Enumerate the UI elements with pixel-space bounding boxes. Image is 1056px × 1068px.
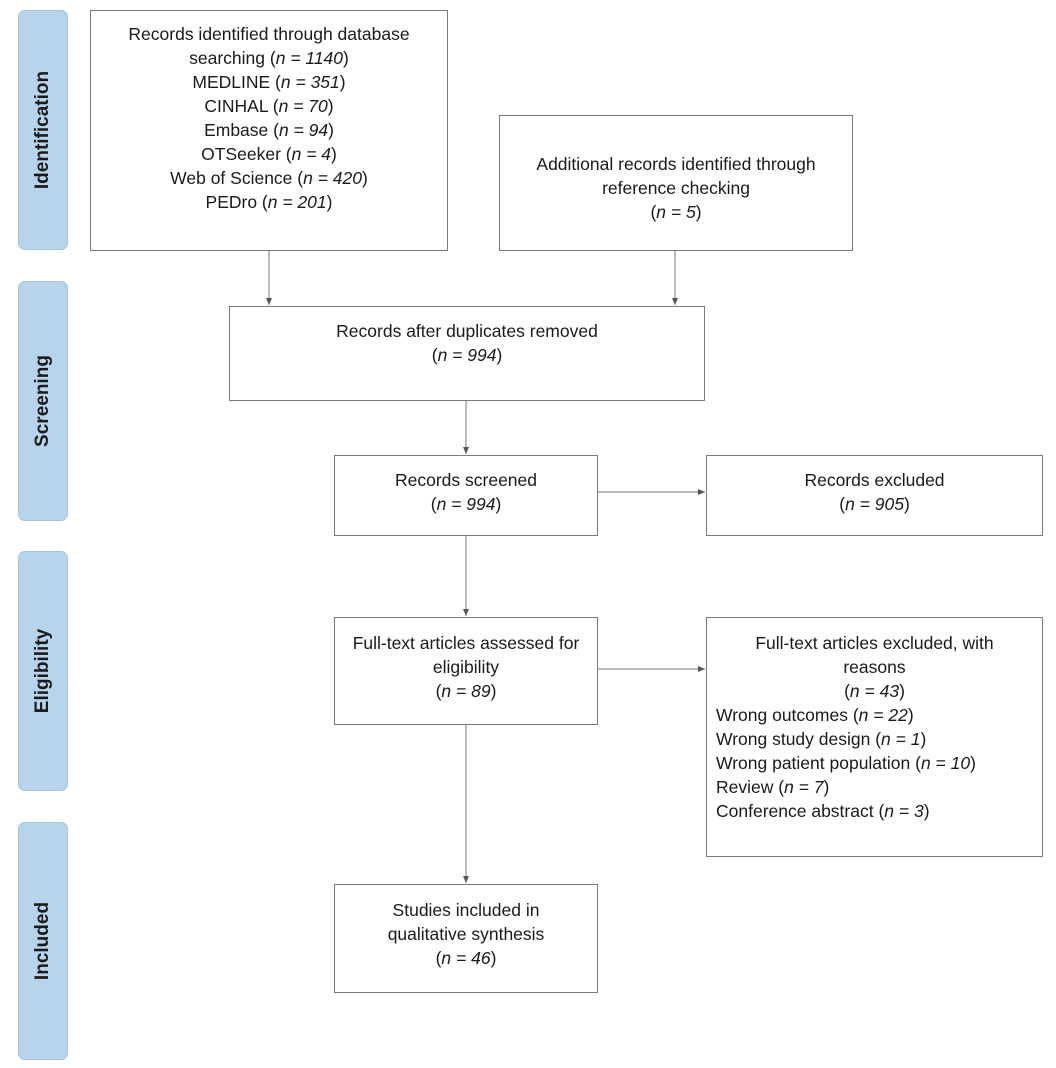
box-records-screened: Records screened (n = 994) xyxy=(334,455,598,536)
excluded-count: (n = 905) xyxy=(839,494,910,514)
box-fulltext-excluded: Full-text articles excluded, with reason… xyxy=(706,617,1043,857)
stage-eligibility: Eligibility xyxy=(18,551,68,791)
fulltext-excluded-count: (n = 43) xyxy=(844,681,905,701)
additional-count: (n = 5) xyxy=(650,202,702,222)
fulltext-excluded-line2: reasons xyxy=(843,657,906,677)
stage-screening: Screening xyxy=(18,281,68,521)
included-count: (n = 46) xyxy=(435,948,497,968)
included-line1: Studies included in xyxy=(392,900,540,920)
reason-wrong-patient-population: Wrong patient population (n = 10) xyxy=(716,753,976,773)
box-records-deduplicated: Records after duplicates removed (n = 99… xyxy=(229,306,705,401)
dedup-line1: Records after duplicates removed xyxy=(336,321,598,341)
reason-conference-abstract: Conference abstract (n = 3) xyxy=(716,801,930,821)
fulltext-line2: eligibility xyxy=(432,657,500,677)
fulltext-count: (n = 89) xyxy=(435,681,497,701)
box-database-records: Records identified through database sear… xyxy=(90,10,448,251)
box-studies-included: Studies included in qualitative synthesi… xyxy=(334,884,598,993)
source-medline: MEDLINE (n = 351) xyxy=(192,72,346,92)
included-line2: qualitative synthesis xyxy=(387,924,545,944)
excluded-line1: Records excluded xyxy=(804,470,945,490)
database-line2: searching (n = 1140) xyxy=(189,48,349,68)
reason-wrong-study-design: Wrong study design (n = 1) xyxy=(716,729,927,749)
source-embase: Embase (n = 94) xyxy=(204,120,334,140)
box-additional-records: Additional records identified through re… xyxy=(499,115,853,251)
source-pedro: PEDro (n = 201) xyxy=(205,192,333,212)
box-records-excluded: Records excluded (n = 905) xyxy=(706,455,1043,536)
additional-line1: Additional records identified through xyxy=(536,154,816,174)
source-otseeker: OTSeeker (n = 4) xyxy=(201,144,337,164)
source-cinhal: CINHAL (n = 70) xyxy=(204,96,334,116)
additional-line2: reference checking xyxy=(602,178,750,198)
fulltext-excluded-line1: Full-text articles excluded, with xyxy=(755,633,994,653)
box-fulltext-assessed: Full-text articles assessed for eligibil… xyxy=(334,617,598,725)
screened-count: (n = 994) xyxy=(430,494,502,514)
source-web-of-science: Web of Science (n = 420) xyxy=(170,168,368,188)
reason-review: Review (n = 7) xyxy=(716,777,830,797)
stage-identification: Identification xyxy=(18,10,68,250)
reason-wrong-outcomes: Wrong outcomes (n = 22) xyxy=(716,705,914,725)
screened-line1: Records screened xyxy=(394,470,538,490)
stage-included: Included xyxy=(18,822,68,1060)
database-line1: Records identified through database xyxy=(128,24,410,44)
dedup-count: (n = 994) xyxy=(431,345,503,365)
fulltext-line1: Full-text articles assessed for xyxy=(352,633,580,653)
